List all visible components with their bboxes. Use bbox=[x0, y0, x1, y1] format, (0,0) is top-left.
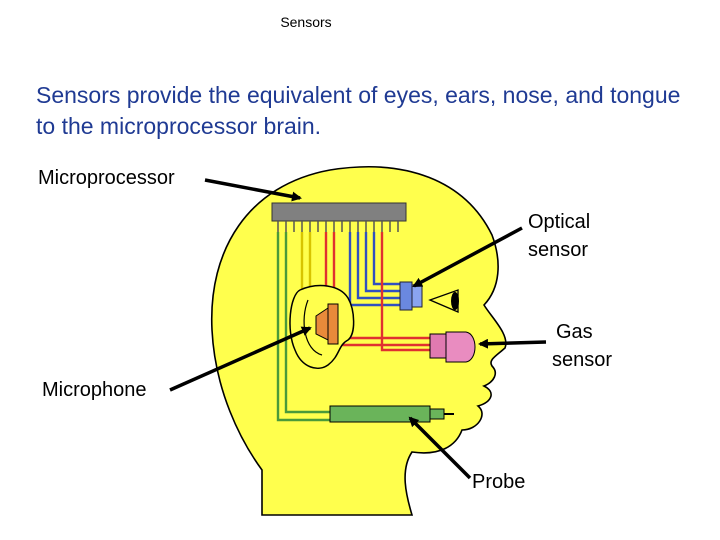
arrow-gas-sensor bbox=[478, 338, 547, 349]
arrow-probe bbox=[408, 416, 472, 480]
label-optical-line2: sensor bbox=[528, 239, 589, 261]
optical-sensor-device bbox=[399, 281, 423, 311]
microprocessor-chip bbox=[271, 202, 407, 232]
callout-arrows bbox=[169, 178, 547, 480]
label-microprocessor: Microprocessor bbox=[38, 167, 175, 189]
label-optical-line1: Optical bbox=[528, 211, 591, 233]
label-gas-line2: sensor bbox=[552, 349, 613, 371]
label-microphone: Microphone bbox=[42, 379, 147, 401]
probe-device bbox=[329, 405, 454, 423]
slide-body-text: Sensors provide the equivalent of eyes, … bbox=[36, 82, 681, 139]
label-gas-sensor: Gas sensor bbox=[552, 318, 612, 374]
microphone-device bbox=[315, 303, 339, 345]
label-gas-line1: Gas bbox=[556, 321, 593, 343]
arrow-microphone bbox=[169, 326, 312, 392]
slide-title: Sensors bbox=[280, 14, 332, 30]
label-optical-sensor: Optical sensor bbox=[528, 208, 590, 264]
arrow-optical-sensor bbox=[412, 226, 523, 288]
gas-sensor-device bbox=[429, 331, 476, 363]
eye-shape bbox=[428, 289, 459, 313]
label-probe: Probe bbox=[472, 471, 526, 493]
arrow-microprocessor bbox=[204, 178, 302, 202]
